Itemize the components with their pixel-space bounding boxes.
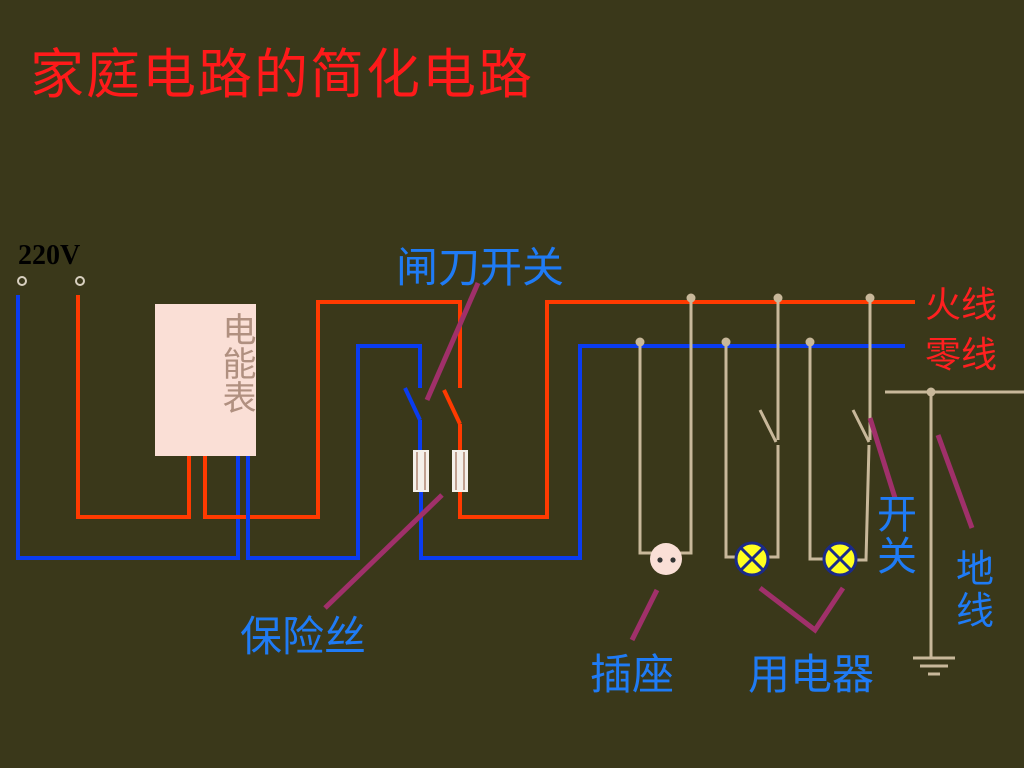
neutral-wire-in bbox=[16, 295, 240, 560]
page-title: 家庭电路的简化电路 bbox=[30, 43, 534, 106]
pointer-knife-switch bbox=[424, 282, 481, 401]
live-wire-meter-out bbox=[203, 300, 462, 519]
fuse-neutral bbox=[413, 450, 429, 492]
live-wire-label: 火线 bbox=[925, 285, 998, 326]
socket-icon bbox=[650, 543, 682, 575]
neutral-wire-label: 零线 bbox=[925, 335, 998, 376]
energy-meter-label: 电能表 bbox=[216, 312, 256, 414]
pointer-ground bbox=[935, 434, 975, 529]
pointer-fuse bbox=[323, 493, 444, 610]
live-wire-main bbox=[458, 300, 915, 519]
knife-switch-label: 闸刀开关 bbox=[396, 243, 565, 292]
ground-wire-label: 地线 bbox=[956, 547, 995, 633]
fuse-live bbox=[452, 450, 468, 492]
lamp-icon bbox=[822, 541, 858, 577]
socket-label: 插座 bbox=[590, 650, 675, 699]
lamp2-branch bbox=[808, 298, 872, 562]
switch-label: 开关 bbox=[877, 492, 917, 580]
appliance-label: 用电器 bbox=[748, 650, 875, 699]
pointer-socket bbox=[629, 588, 660, 642]
pointer-appliance bbox=[758, 586, 846, 634]
source-terminal-live bbox=[75, 276, 85, 286]
neutral-wire-main bbox=[419, 344, 905, 560]
fuse-label: 保险丝 bbox=[240, 612, 367, 661]
energy-meter: 电能表 bbox=[155, 304, 256, 456]
knife-blade-live bbox=[442, 389, 462, 425]
lamp-icon bbox=[734, 541, 770, 577]
neutral-wire-meter-out bbox=[246, 344, 422, 560]
live-wire-in bbox=[76, 295, 191, 519]
source-terminal-neutral bbox=[17, 276, 27, 286]
ground-symbol bbox=[913, 656, 955, 676]
lamp1-branch bbox=[724, 298, 780, 559]
socket-branch bbox=[638, 298, 693, 555]
voltage-label: 220V bbox=[18, 240, 81, 271]
pointer-switch bbox=[867, 417, 898, 499]
knife-blade-neutral bbox=[403, 387, 422, 421]
